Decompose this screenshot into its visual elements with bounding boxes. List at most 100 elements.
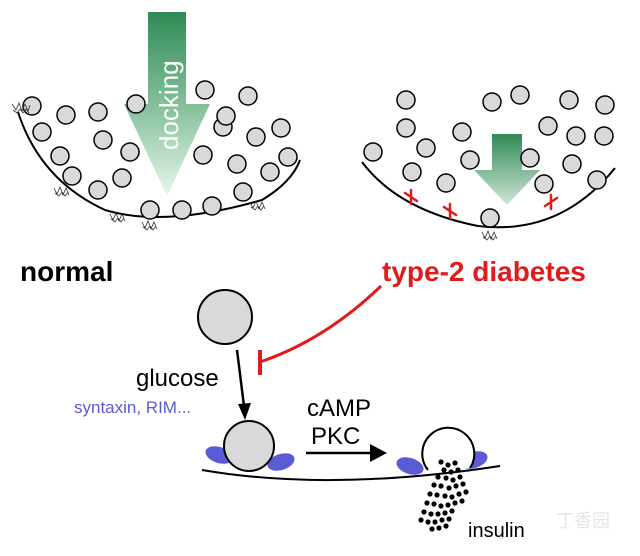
insulin-granule [434, 492, 440, 498]
insulin-granule [449, 494, 455, 500]
inhibition-arrow [258, 284, 383, 375]
vesicle [233, 182, 253, 202]
vesicle [482, 92, 502, 112]
vesicle [32, 122, 52, 142]
insulin-granule [446, 485, 452, 491]
failed-docking-marks [403, 188, 559, 220]
vesicle [50, 146, 70, 166]
vesicle [56, 105, 76, 125]
vesicle [436, 173, 456, 193]
diabetes-vesicles [363, 85, 615, 228]
docking-label: docking [154, 60, 184, 150]
docking-complex [141, 219, 158, 231]
vesicle [538, 116, 558, 136]
vesicle [93, 130, 113, 150]
insulin-granule [438, 459, 444, 465]
weak-docking-arrow [474, 134, 540, 205]
insulin-granule [445, 502, 451, 508]
pkc-label: PKC [311, 423, 360, 450]
secretion-mechanism: glucose syntaxin, RIM... cAMP PKC insuli… [74, 289, 525, 542]
diabetes-cell-membrane [361, 161, 616, 229]
insulin-label: insulin [468, 520, 525, 542]
insulin-granule [421, 509, 427, 515]
insulin-granule [452, 500, 458, 506]
fusing-vesicle-group [396, 426, 488, 475]
docking-complexes [11, 101, 266, 231]
vesicle [534, 174, 554, 194]
insulin-granule [418, 517, 424, 523]
insulin-granule [450, 477, 456, 483]
vesicle [246, 127, 266, 147]
docking-complex [53, 185, 70, 197]
vesicle [202, 196, 222, 216]
vesicle [452, 122, 472, 142]
insulin-granule [459, 498, 465, 504]
vesicle [120, 142, 140, 162]
diabetes-cell-panel [361, 85, 616, 241]
proteins-label: syntaxin, RIM... [74, 398, 191, 417]
vesicle [480, 208, 500, 228]
insulin-granule [456, 491, 462, 497]
insulin-granule [457, 474, 463, 480]
insulin-granule [449, 508, 455, 514]
insulin-granule [431, 482, 437, 488]
insulin-granule [460, 481, 466, 487]
vesicle [238, 86, 258, 106]
insulin-granule [463, 489, 469, 495]
insulin-granule [427, 491, 433, 497]
vesicle [566, 126, 586, 146]
vesicle [140, 200, 160, 220]
insulin-granule [455, 467, 461, 473]
insulin-granule [452, 460, 458, 466]
vesicle [559, 90, 579, 110]
vesicle [216, 106, 236, 126]
camp-label: cAMP [307, 395, 371, 422]
insulin-granule [435, 511, 441, 517]
vesicle [416, 138, 436, 158]
vesicle [594, 126, 614, 146]
docking-complex [11, 101, 31, 114]
insulin-granule [429, 526, 435, 532]
vesicle [88, 180, 108, 200]
vesicle [227, 154, 247, 174]
normal-vesicles [22, 80, 298, 220]
red-x-mark [403, 188, 419, 206]
insulin-granule [442, 493, 448, 499]
glucose-arrow [235, 349, 251, 420]
vesicle [587, 170, 607, 190]
insulin-granule [438, 483, 444, 489]
vesicle [396, 90, 416, 110]
vesicle [271, 118, 291, 138]
docking-protein-left [396, 457, 424, 475]
glucose-label: glucose [136, 365, 219, 392]
insulin-granule [432, 519, 438, 525]
red-x-mark [543, 193, 559, 211]
fusing-vesicle [421, 426, 476, 471]
vesicle [595, 95, 615, 115]
normal-cell-panel: docking [11, 12, 301, 231]
vesicle [62, 166, 82, 186]
diabetes-label: type-2 diabetes [382, 256, 586, 287]
insulin-granule [442, 510, 448, 516]
vesicle [510, 85, 530, 105]
insulin-granule [431, 501, 437, 507]
insulin-granule [448, 469, 454, 475]
insulin-granules [418, 459, 469, 532]
vesicle [460, 150, 480, 170]
docked-vesicle-group [205, 420, 295, 472]
vesicle [396, 118, 416, 138]
insulin-granule [453, 483, 459, 489]
vesicle [195, 80, 215, 100]
insulin-granule [439, 517, 445, 523]
vesicle [562, 154, 582, 174]
vesicle [88, 102, 108, 122]
docking-complex [109, 211, 126, 223]
vesicle [363, 142, 383, 162]
docking-protein-right [267, 453, 295, 471]
vesicle [520, 148, 540, 168]
insulin-granule [446, 516, 452, 522]
vesicle [193, 145, 213, 165]
vesicle [172, 200, 192, 220]
insulin-granule [428, 511, 434, 517]
vesicle [126, 94, 146, 114]
